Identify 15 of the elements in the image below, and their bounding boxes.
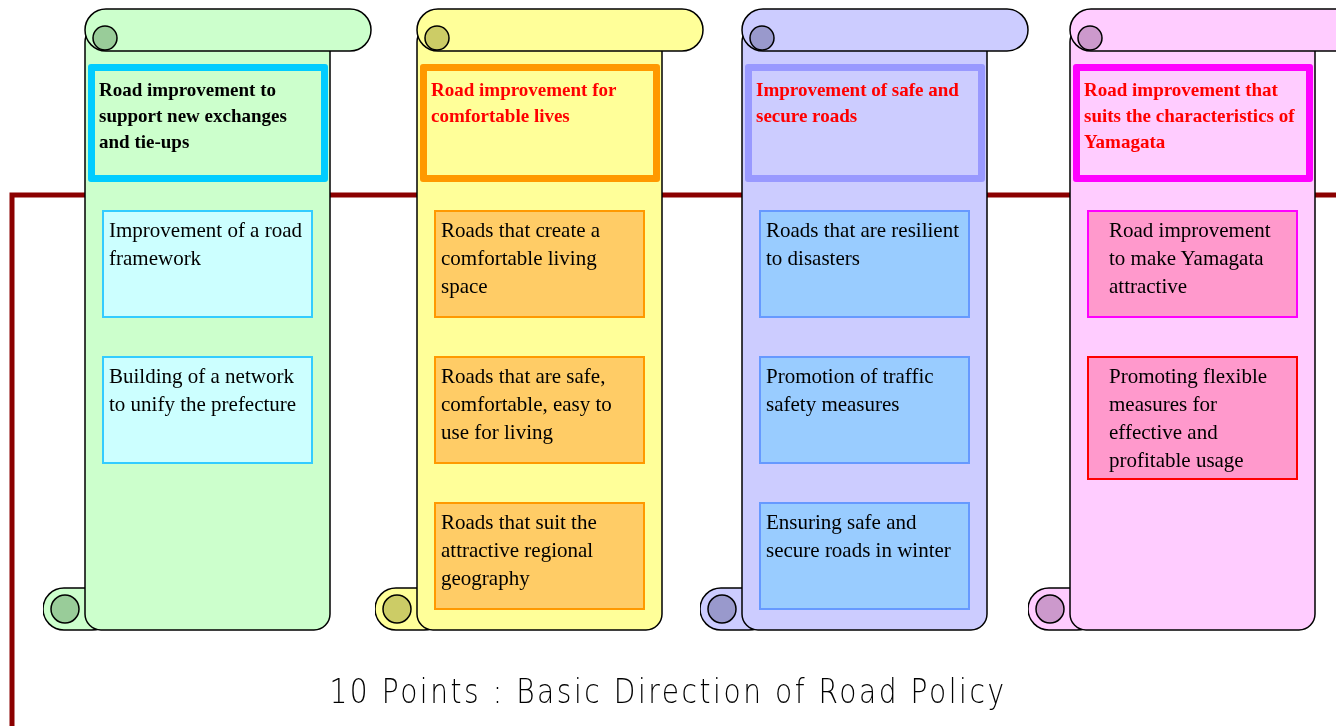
item-box: Road improvement to make Yamagata attractive bbox=[1087, 210, 1298, 318]
item-box: Promotion of traffic safety measures bbox=[759, 356, 970, 464]
heading-box: Road improvement to support new exchanges and tie-ups bbox=[88, 64, 328, 182]
heading-box: Road improvement that suits the characteristics of Yamagata bbox=[1073, 64, 1313, 182]
item-box: Building of a network to unify the prefecture bbox=[102, 356, 313, 464]
item-box: Promoting flexible measures for effective and profitable usage bbox=[1087, 356, 1298, 480]
item-box: Improvement of a road framework bbox=[102, 210, 313, 318]
heading-box: Improvement of safe and secure roads bbox=[745, 64, 985, 182]
caption: 10 Points : Basic Direction of Road Policy bbox=[328, 672, 1008, 711]
item-box: Ensuring safe and secure roads in winter bbox=[759, 502, 970, 610]
item-box: Roads that create a comfortable living space bbox=[434, 210, 645, 318]
item-box: Roads that are safe, comfortable, easy to use for living bbox=[434, 356, 645, 464]
item-box: Roads that suit the attractive regional geography bbox=[434, 502, 645, 610]
heading-box: Road improvement for comfortable lives bbox=[420, 64, 660, 182]
item-box: Roads that are resilient to disasters bbox=[759, 210, 970, 318]
